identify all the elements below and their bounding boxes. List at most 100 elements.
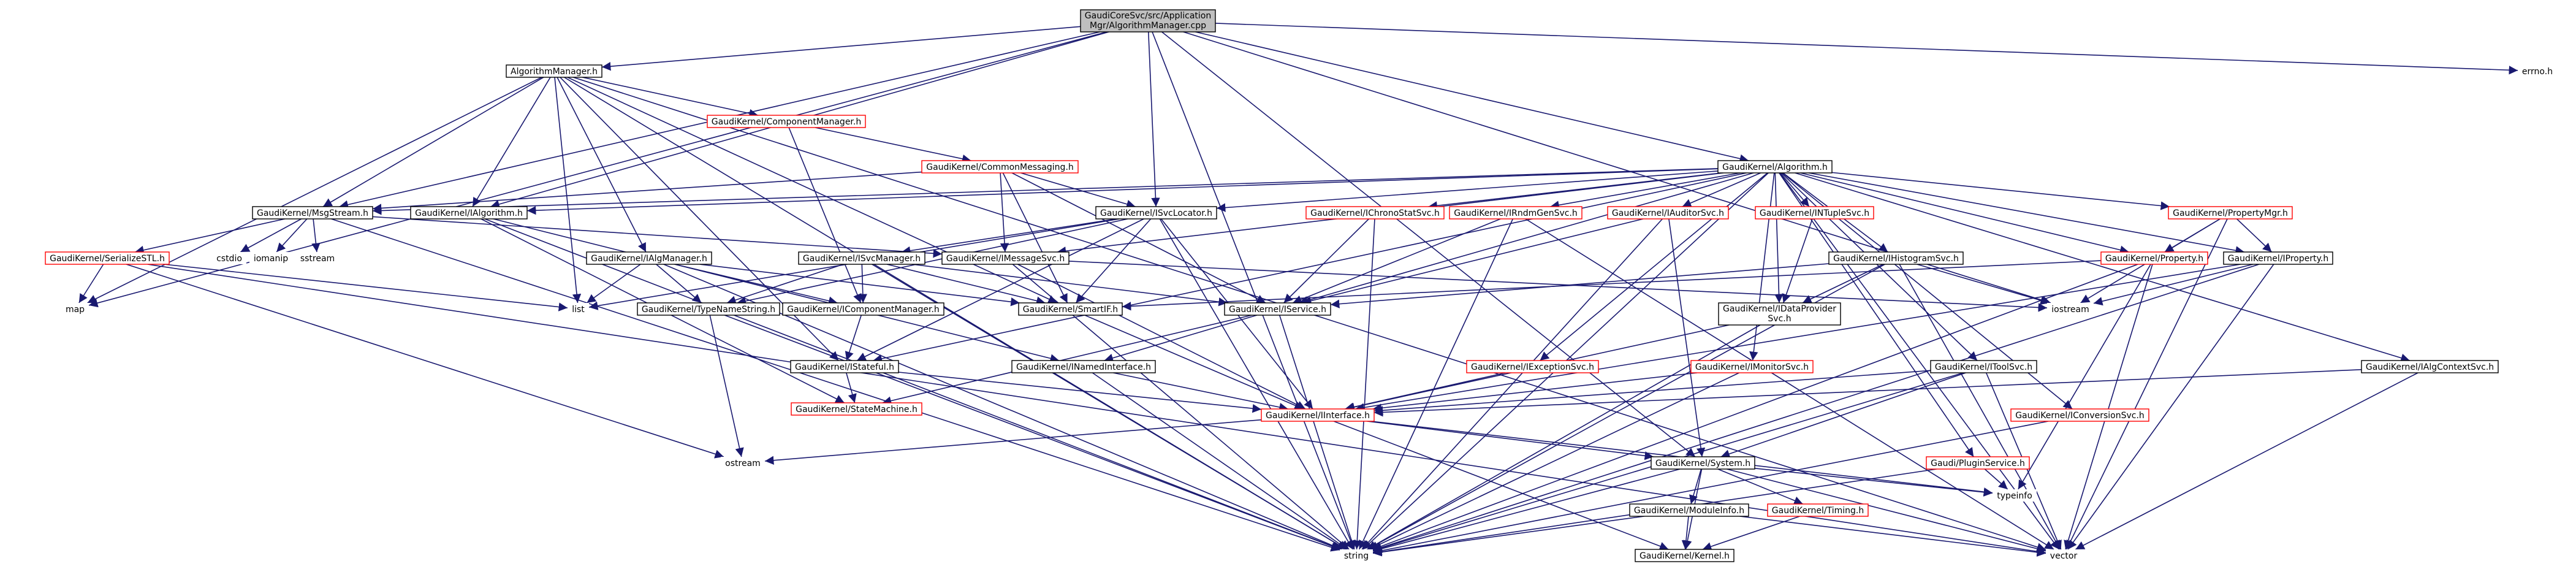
node-ialgmanager-h[interactable]: GaudiKernel/IAlgManager.h — [586, 251, 712, 265]
node-typenamestring-h[interactable]: GaudiKernel/TypeNameString.h — [637, 302, 780, 316]
node-inamedinterface-h[interactable]: GaudiKernel/INamedInterface.h — [1011, 360, 1156, 373]
node-intuplesvc-h[interactable]: GaudiKernel/INTupleSvc.h — [1755, 206, 1874, 220]
node-timing-h[interactable]: GaudiKernel/Timing.h — [1767, 503, 1869, 517]
node-iinterface-h[interactable]: GaudiKernel/IInterface.h — [1261, 408, 1375, 422]
node-box — [1629, 503, 1749, 517]
node-imonitorsvc-h[interactable]: GaudiKernel/IMonitorSvc.h — [1690, 360, 1814, 373]
include-edge — [1681, 516, 1691, 550]
node-label: GaudiCoreSvc/src/Application — [1085, 11, 1211, 21]
node-ialgcontextsvc-h[interactable]: GaudiKernel/IAlgContextSvc.h — [2361, 360, 2499, 373]
node-istateful-h[interactable]: GaudiKernel/IStateful.h — [790, 360, 899, 373]
node-icomponentmanager-h[interactable]: GaudiKernel/IComponentManager.h — [782, 302, 944, 316]
include-edge — [276, 218, 308, 253]
node-imessagesvc-h[interactable]: GaudiKernel/IMessageSvc.h — [941, 251, 1070, 265]
node-label: GaudiKernel/StateMachine.h — [796, 405, 918, 414]
include-edge — [1075, 218, 1152, 304]
node-ichronostatsvc-h[interactable]: GaudiKernel/IChronoStatSvc.h — [1305, 206, 1445, 220]
file-nodes: GaudiCoreSvc/src/ApplicationMgr/Algorith… — [45, 9, 2557, 562]
node-kernel-h[interactable]: GaudiKernel/Kernel.h — [1635, 549, 1734, 562]
include-edge — [846, 372, 857, 403]
include-edge — [1195, 31, 1749, 163]
node-iservice-h[interactable]: GaudiKernel/IService.h — [1224, 302, 1331, 316]
include-edge — [1720, 372, 1966, 459]
include-edge — [240, 218, 302, 253]
node-list[interactable]: list — [568, 303, 589, 315]
node-box — [1607, 206, 1729, 220]
include-edge — [87, 77, 542, 304]
node-property-h[interactable]: GaudiKernel/Property.h — [2100, 251, 2208, 265]
include-edge — [1689, 468, 1702, 505]
include-edge — [1373, 370, 1931, 415]
node-iproperty-h[interactable]: GaudiKernel/IProperty.h — [2223, 251, 2333, 265]
include-edge — [1984, 468, 2008, 490]
node-box — [1718, 302, 1841, 326]
node-iomanip[interactable]: iomanip — [249, 252, 292, 264]
node-label: GaudiKernel/IProperty.h — [2228, 254, 2328, 264]
node-cstdio[interactable]: cstdio — [212, 252, 246, 264]
node-box — [568, 303, 589, 315]
node-label: GaudiKernel/IMessageSvc.h — [946, 254, 1065, 264]
node-ialgorithm-h[interactable]: GaudiKernel/IAlgorithm.h — [410, 206, 528, 220]
node-box — [1717, 160, 1833, 174]
node-box — [1828, 251, 1964, 265]
node-ihistogramsvc-h[interactable]: GaudiKernel/IHistogramSvc.h — [1828, 251, 1964, 265]
node-system-h[interactable]: GaudiKernel/System.h — [1651, 456, 1755, 470]
include-edge — [1668, 218, 1706, 457]
node-box — [790, 360, 899, 373]
node-serialize-stl-h[interactable]: GaudiKernel/SerializeSTL.h — [45, 251, 170, 265]
node-smartif-h[interactable]: GaudiKernel/SmartIF.h — [1018, 302, 1123, 316]
node-common-messaging-h[interactable]: GaudiKernel/CommonMessaging.h — [921, 160, 1079, 174]
node-iostream[interactable]: iostream — [2047, 303, 2094, 315]
include-edge — [526, 168, 1719, 215]
node-root[interactable]: GaudiCoreSvc/src/ApplicationMgr/Algorith… — [1080, 9, 1216, 32]
node-box — [1690, 360, 1814, 373]
include-edge — [1739, 516, 2046, 557]
node-component-manager-h[interactable]: GaudiKernel/ComponentManager.h — [707, 115, 866, 128]
include-edge — [1779, 172, 1810, 207]
include-edge — [567, 77, 1058, 304]
node-statemachine-h[interactable]: GaudiKernel/StateMachine.h — [791, 402, 922, 416]
include-edge — [1147, 31, 1160, 207]
node-errno-h[interactable]: errno.h — [2518, 65, 2557, 77]
node-vector[interactable]: vector — [2046, 549, 2081, 562]
node-moduleinfo-h[interactable]: GaudiKernel/ModuleInfo.h — [1629, 503, 1749, 517]
node-algorithm-manager-h[interactable]: AlgorithmManager.h — [506, 64, 602, 78]
node-propertymgr-h[interactable]: GaudiKernel/PropertyMgr.h — [2168, 206, 2293, 220]
node-string[interactable]: string — [1340, 549, 1373, 562]
node-iexceptionsvc-h[interactable]: GaudiKernel/IExceptionSvc.h — [1466, 360, 1599, 373]
include-edge — [493, 218, 1060, 363]
node-typeinfo[interactable]: typeinfo — [1993, 489, 2037, 502]
node-isvcmanager-h[interactable]: GaudiKernel/ISvcManager.h — [798, 251, 925, 265]
node-map[interactable]: map — [61, 303, 89, 315]
node-irndmgensvc-h[interactable]: GaudiKernel/IRndmGenSvc.h — [1449, 206, 1582, 220]
node-box — [2047, 303, 2094, 315]
include-edge — [1779, 172, 2060, 550]
node-box — [249, 252, 292, 264]
node-box — [1993, 489, 2037, 502]
include-edge — [815, 127, 971, 164]
include-edge — [1361, 218, 1663, 550]
node-label: list — [572, 305, 585, 315]
node-label: GaudiKernel/IAlgContextSvc.h — [2366, 362, 2494, 372]
node-label: GaudiKernel/IAlgorithm.h — [415, 208, 523, 218]
node-algorithm-h[interactable]: GaudiKernel/Algorithm.h — [1717, 160, 1833, 174]
node-ostream[interactable]: ostream — [721, 457, 765, 469]
node-box — [1466, 360, 1599, 373]
node-iauditorsvc-h[interactable]: GaudiKernel/IAuditorSvc.h — [1607, 206, 1729, 220]
include-edge — [1372, 372, 1697, 413]
include-edge — [724, 315, 1340, 551]
node-sstream[interactable]: sstream — [296, 252, 339, 264]
node-label: GaudiKernel/IInterface.h — [1266, 411, 1370, 421]
include-edge — [1330, 263, 1829, 308]
include-edge — [135, 218, 285, 254]
node-label: GaudiKernel/IChronoStatSvc.h — [1310, 208, 1440, 218]
node-pluginservice-h[interactable]: Gaudi/PluginService.h — [1926, 456, 2030, 470]
node-label: sstream — [300, 254, 335, 264]
include-edge — [1917, 264, 2050, 305]
node-box — [212, 252, 246, 264]
node-itoolsvc-h[interactable]: GaudiKernel/IToolSvc.h — [1930, 360, 2037, 373]
node-isvclocator-h[interactable]: GaudiKernel/ISvcLocator.h — [1095, 206, 1217, 220]
node-msgstream-h[interactable]: GaudiKernel/MsgStream.h — [252, 206, 373, 220]
node-iconversionsvc-h[interactable]: GaudiKernel/IConversionSvc.h — [2010, 408, 2149, 422]
